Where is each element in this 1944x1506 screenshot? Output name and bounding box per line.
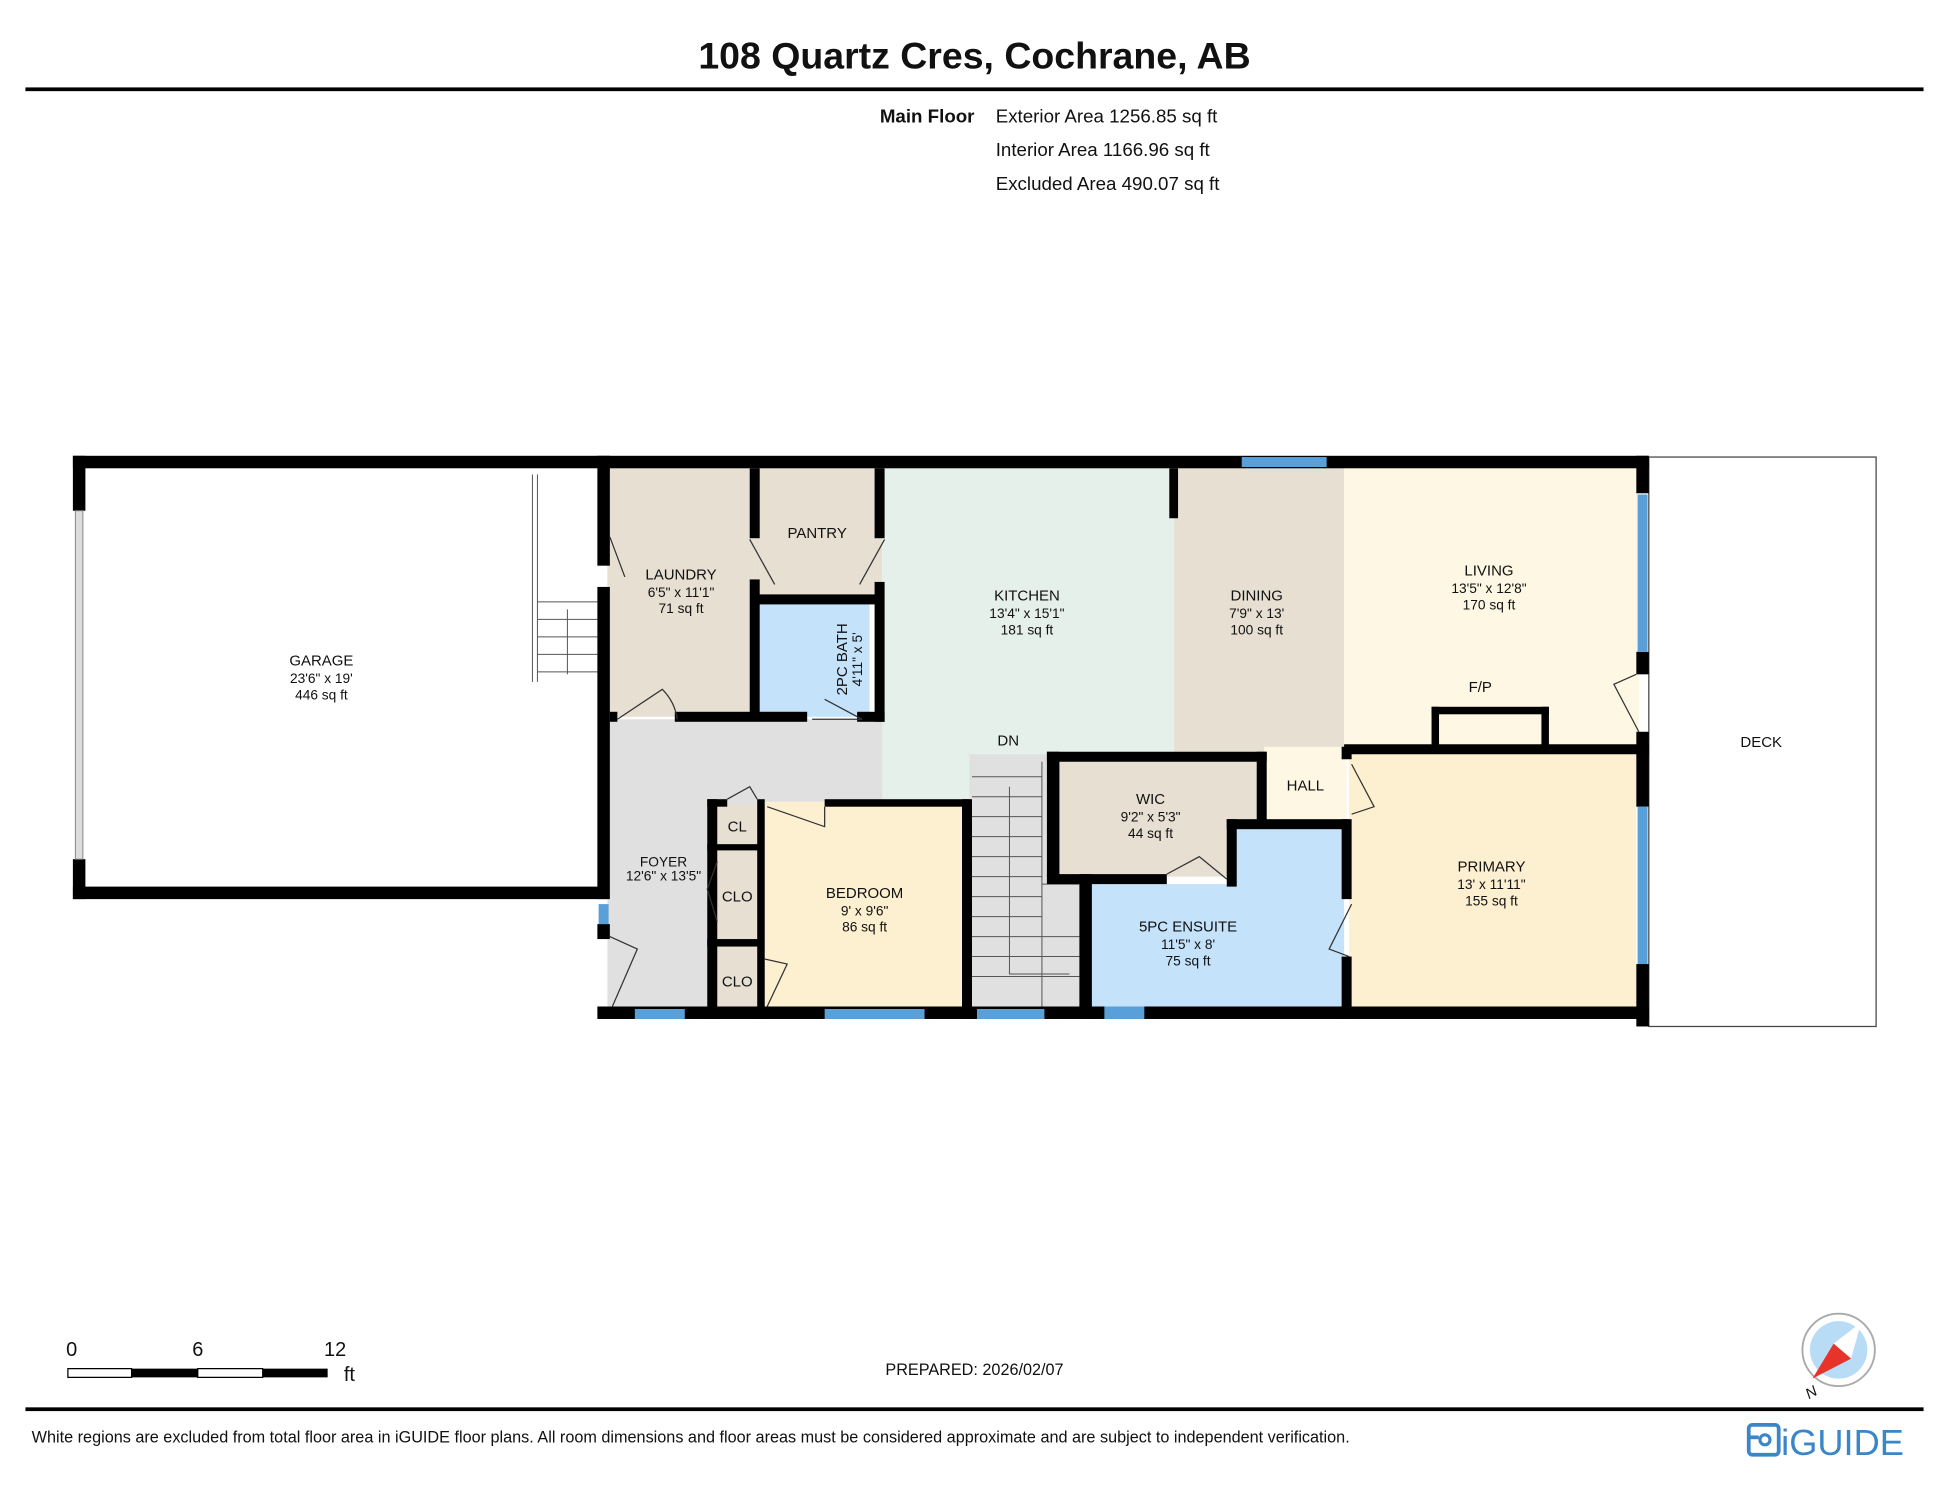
bath-label: 2PC BATH [834,623,851,695]
interior-area: Interior Area 1166.96 sq ft [996,139,1211,160]
ensuite-dims: 11'5" x 8' [1161,937,1215,952]
hall-label: HALL [1287,777,1324,794]
ensuite-fill [1089,826,1345,1007]
brand-name: iGUIDE [1781,1422,1904,1463]
laundry-label: LAUNDRY [645,566,716,583]
bath-dims: 4'11" x 5' [850,632,865,686]
laundry-fill [607,467,755,717]
bedroom-fill [764,801,965,1017]
bedroom-dims: 9' x 9'6" [841,903,889,918]
windows [74,457,1648,1019]
garage-door [74,510,84,860]
clo-label-2: CLO [722,974,753,991]
scale-tick-0: 0 [66,1339,77,1361]
laundry-area: 71 sq ft [659,601,704,616]
exterior-area: Exterior Area 1256.85 sq ft [996,105,1218,126]
door-swings [609,536,1640,1007]
header-rule [25,87,1924,92]
bedroom-area: 86 sq ft [842,920,887,935]
kitchen-label: KITCHEN [994,588,1060,605]
primary-label: PRIMARY [1458,859,1526,876]
wic-dims: 9'2" x 5'3" [1121,810,1181,825]
room-labels: GARAGE 23'6" x 19' 446 sq ft LAUNDRY 6'5… [289,525,1782,990]
room-fills [82,456,1877,1028]
wic-label: WIC [1136,791,1165,808]
ensuite-label: 5PC ENSUITE [1139,919,1237,936]
stair-treads [531,474,1080,1007]
garage-area: 446 sq ft [295,687,348,702]
primary-area: 155 sq ft [1465,893,1518,908]
primary-fill [1349,751,1637,1017]
scale-tick-12: 12 [324,1339,346,1361]
compass-north-label: N [1802,1383,1820,1403]
page-title: 108 Quartz Cres, Cochrane, AB [698,35,1250,77]
iguide-logo: iGUIDE [1746,1422,1904,1463]
wic-fill [1056,759,1260,877]
wic-area: 44 sq ft [1128,826,1173,841]
footer-rule [25,1407,1924,1412]
clo-label-1: CLO [722,889,753,906]
kitchen-area: 181 sq ft [1001,622,1054,637]
dining-label: DINING [1231,588,1283,605]
cl-label: CL [728,819,747,836]
scale-bar: 0 6 12 ft [66,1339,355,1386]
closet-fill [712,804,763,1014]
dining-fill [1174,467,1345,757]
bedroom-label: BEDROOM [826,885,903,902]
garage-dims: 23'6" x 19' [290,671,353,686]
bath-fill [759,601,870,717]
living-label: LIVING [1464,563,1513,580]
pantry-fill [754,467,883,600]
hall-fill [1264,746,1347,825]
compass-icon: N [1801,1312,1876,1403]
garage-fill [82,467,600,890]
foyer-label: FOYER [640,855,687,870]
pantry-label: PANTRY [787,525,846,542]
deck-label: DECK [1740,734,1782,751]
laundry-dims: 6'5" x 11'1" [648,585,715,600]
prepared-date: PREPARED: 2026/02/07 [885,1361,1063,1379]
dining-dims: 7'9" x 13' [1229,606,1284,621]
scale-tick-6: 6 [192,1339,203,1361]
stairs-down-label: DN [997,733,1019,750]
primary-dims: 13' x 11'11" [1457,877,1525,892]
excluded-area: Excluded Area 490.07 sq ft [996,173,1221,194]
deck-area [1648,456,1877,1028]
living-area: 170 sq ft [1463,597,1516,612]
living-fill [1344,467,1639,750]
fireplace-label: F/P [1469,679,1492,696]
scale-unit: ft [344,1364,356,1386]
disclaimer: White regions are excluded from total fl… [32,1428,1350,1446]
kitchen-fill [882,467,1177,800]
floor-name: Main Floor [880,105,975,126]
living-dims: 13'5" x 12'8" [1451,581,1526,596]
dining-area: 100 sq ft [1230,622,1283,637]
kitchen-dims: 13'4" x 15'1" [989,606,1064,621]
garage-label: GARAGE [289,653,353,670]
foyer-dims: 12'6" x 13'5" [626,868,701,883]
ensuite-area: 75 sq ft [1166,953,1211,968]
